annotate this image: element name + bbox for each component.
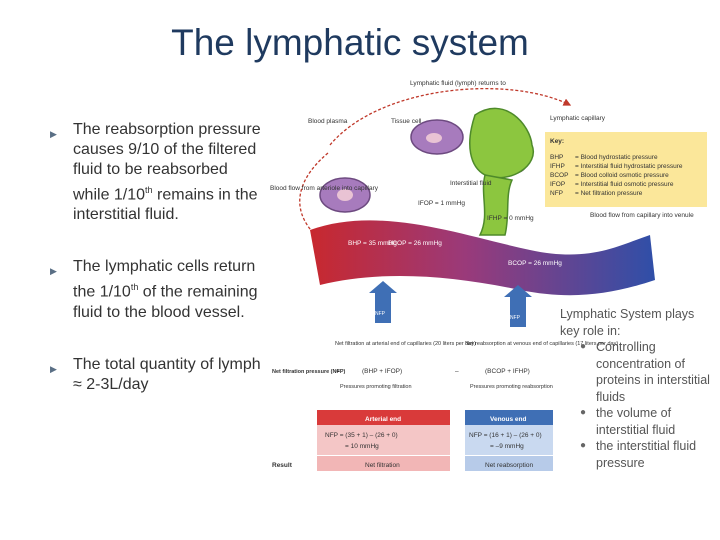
label-ifop: IFOP = 1 mmHg <box>418 200 465 207</box>
venous-calc-2: = –9 mmHg <box>490 443 524 450</box>
left-arc <box>299 152 332 248</box>
arterial-calc-box <box>317 425 450 455</box>
label-nfp: Net filtration pressure (NFP) <box>272 369 346 375</box>
side-notes: Lymphatic System plays key role in: ●Con… <box>560 306 715 471</box>
key-box <box>545 132 707 207</box>
label-tissue-cell: Tissue cell <box>391 118 422 125</box>
key-abbr: NFP <box>550 190 563 197</box>
label-net-filtration: Net filtration <box>365 462 400 469</box>
slide-title: The lymphatic system <box>171 22 529 63</box>
key-abbr: BCOP <box>550 172 568 179</box>
bullet-dot-icon: ● <box>580 341 587 352</box>
label-bcop-venous: BCOP = 26 mmHg <box>508 260 562 267</box>
arterial-calc-1: NFP = (35 + 1) – (26 + 0) <box>325 432 398 439</box>
key-abbr: IFHP <box>550 163 565 170</box>
capillary-diagram: Lymphatic fluid (lymph) returns to Blood… <box>270 80 707 471</box>
venous-header <box>465 410 553 425</box>
arterial-calc-2: = 10 mmHg <box>345 443 379 450</box>
formula-equals: = <box>336 368 340 375</box>
side-note-item: ●the interstitial fluid pressure <box>580 439 697 470</box>
nfp-arrow-label: NFP <box>510 315 521 321</box>
bullet-dot-icon: ● <box>580 440 587 451</box>
bullet-item: ▶ The total quantity of lymph ≈ 2-3L/day <box>50 355 261 393</box>
key-desc: = Net filtration pressure <box>575 190 643 197</box>
label-lymphatic-capillary: Lymphatic capillary <box>550 115 606 122</box>
key-desc: = Blood hydrostatic pressure <box>575 154 658 161</box>
venous-result-box <box>465 456 553 471</box>
side-note-list: ●Controlling concentration of proteins i… <box>560 339 715 471</box>
venous-calc-box <box>465 425 553 455</box>
label-promote-filtration: Pressures promoting filtration <box>340 384 412 390</box>
bullet-item: ▶The reabsorption pressure causes 9/10 o… <box>50 121 261 224</box>
side-note-item: ●Controlling concentration of proteins i… <box>580 340 710 404</box>
formula-minus: – <box>455 368 459 375</box>
label-net-reabsorption-venous: Net reabsorption at venous end of capill… <box>465 341 618 347</box>
capillary-vessel <box>310 220 655 296</box>
label-ifhp: IFHP = 0 mmHg <box>487 215 534 222</box>
lymphatic-branch <box>478 174 514 236</box>
bullet-list: ▶The reabsorption pressure causes 9/10 o… <box>50 120 265 427</box>
formula-reabsorption: (BCOP + IFHP) <box>485 368 530 375</box>
key-desc: = Interstitial fluid osmotic pressure <box>575 181 674 188</box>
triangle-bullet-icon: ▶ <box>50 266 57 277</box>
label-bhp-venous: BHP = 16 mmHg <box>535 240 584 247</box>
arterial-header <box>317 410 450 425</box>
key-abbr: BHP <box>550 154 563 161</box>
label-lymph-return: Lymphatic fluid (lymph) returns to <box>410 80 506 87</box>
side-note-intro: Lymphatic System plays key role in: <box>560 307 695 338</box>
side-note-item: ●the volume of interstitial fluid <box>580 406 676 437</box>
label-venous-end: Venous end <box>490 416 527 423</box>
key-abbr: IFOP <box>550 181 565 188</box>
label-venule-flow: Blood flow from capillary into venule <box>590 212 694 219</box>
label-arteriole-flow: Blood flow from arteriole into capillary <box>270 185 379 192</box>
tissue-cell-nucleus <box>426 133 442 143</box>
nfp-arrow-venous <box>510 297 526 327</box>
venous-calc-1: NFP = (16 + 1) – (26 + 0) <box>469 432 542 439</box>
key-desc: = Blood colloid osmotic pressure <box>575 172 669 179</box>
formula-filtration: (BHP + IFOP) <box>362 368 402 375</box>
label-blood-plasma: Blood plasma <box>308 118 348 125</box>
label-result: Result <box>272 462 293 469</box>
label-bhp-arterial: BHP = 35 mmHg <box>348 240 397 247</box>
bullet-dot-icon: ● <box>580 407 587 418</box>
nfp-arrow-label: NFP <box>375 311 386 317</box>
label-promote-reabsorption: Pressures promoting reabsorption <box>470 384 553 390</box>
nfp-arrow-arterial <box>375 293 391 323</box>
label-arterial-end: Arterial end <box>365 416 401 423</box>
label-net-filtration-arterial: Net filtration at arterial end of capill… <box>335 341 476 347</box>
label-bcop-arterial: BCOP = 26 mmHg <box>388 240 442 247</box>
triangle-bullet-icon: ▶ <box>50 129 57 139</box>
tissue-cell-nucleus <box>337 189 353 201</box>
triangle-bullet-icon: ▶ <box>50 363 57 374</box>
lymphatic-capillary <box>469 107 535 179</box>
arterial-result-box <box>317 456 450 471</box>
key-desc: = Interstitial fluid hydrostatic pressur… <box>575 163 683 170</box>
bullet-item: ▶The lymphatic cells return the 1/10th o… <box>50 258 258 321</box>
key-title: Key: <box>550 138 564 145</box>
label-interstitial-fluid: Interstitial fluid <box>450 180 492 187</box>
return-arc <box>329 87 572 146</box>
label-net-reabsorption: Net reabsorption <box>485 462 533 469</box>
